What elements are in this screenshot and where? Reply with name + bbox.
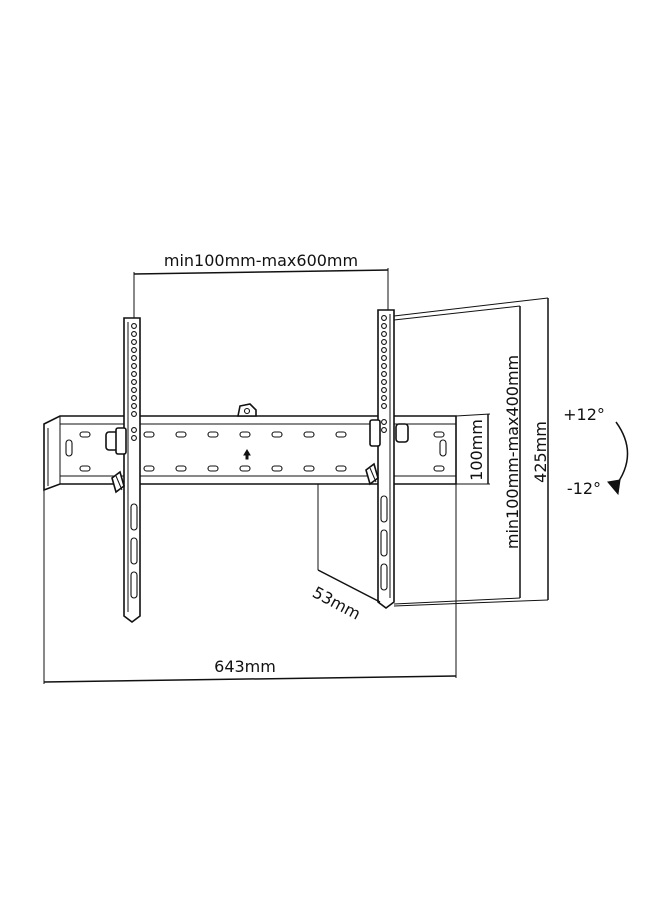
dimension-overall-width: 643mm <box>43 484 457 684</box>
vesa-height-label: min100mm-max400mm <box>503 355 522 549</box>
dimension-vesa-height: min100mm-max400mm <box>503 306 522 598</box>
right-vertical-arm <box>365 309 409 609</box>
right-arm-holes <box>381 315 387 433</box>
tilt-down-label: -12° <box>567 479 601 498</box>
rail-slots-bottom <box>79 465 445 472</box>
tilt-indicator: +12° -12° <box>563 405 629 498</box>
vesa-frame-outline <box>393 297 549 607</box>
left-arm-holes <box>131 323 137 441</box>
overall-width-label: 643mm <box>214 657 276 676</box>
dimension-vesa-width: min100mm-max600mm <box>133 251 389 318</box>
dimension-bracket-height: 425mm <box>531 298 550 600</box>
vesa-width-label: min100mm-max600mm <box>164 251 358 270</box>
rail-slots-top <box>79 431 445 438</box>
bracket-height-label: 425mm <box>531 421 550 483</box>
dimension-rail-height: 100mm <box>455 413 491 485</box>
dimension-depth: 53mm <box>309 484 381 624</box>
rail-height-label: 100mm <box>467 419 486 481</box>
tilt-up-label: +12° <box>563 405 605 424</box>
left-vertical-arm <box>105 317 141 623</box>
